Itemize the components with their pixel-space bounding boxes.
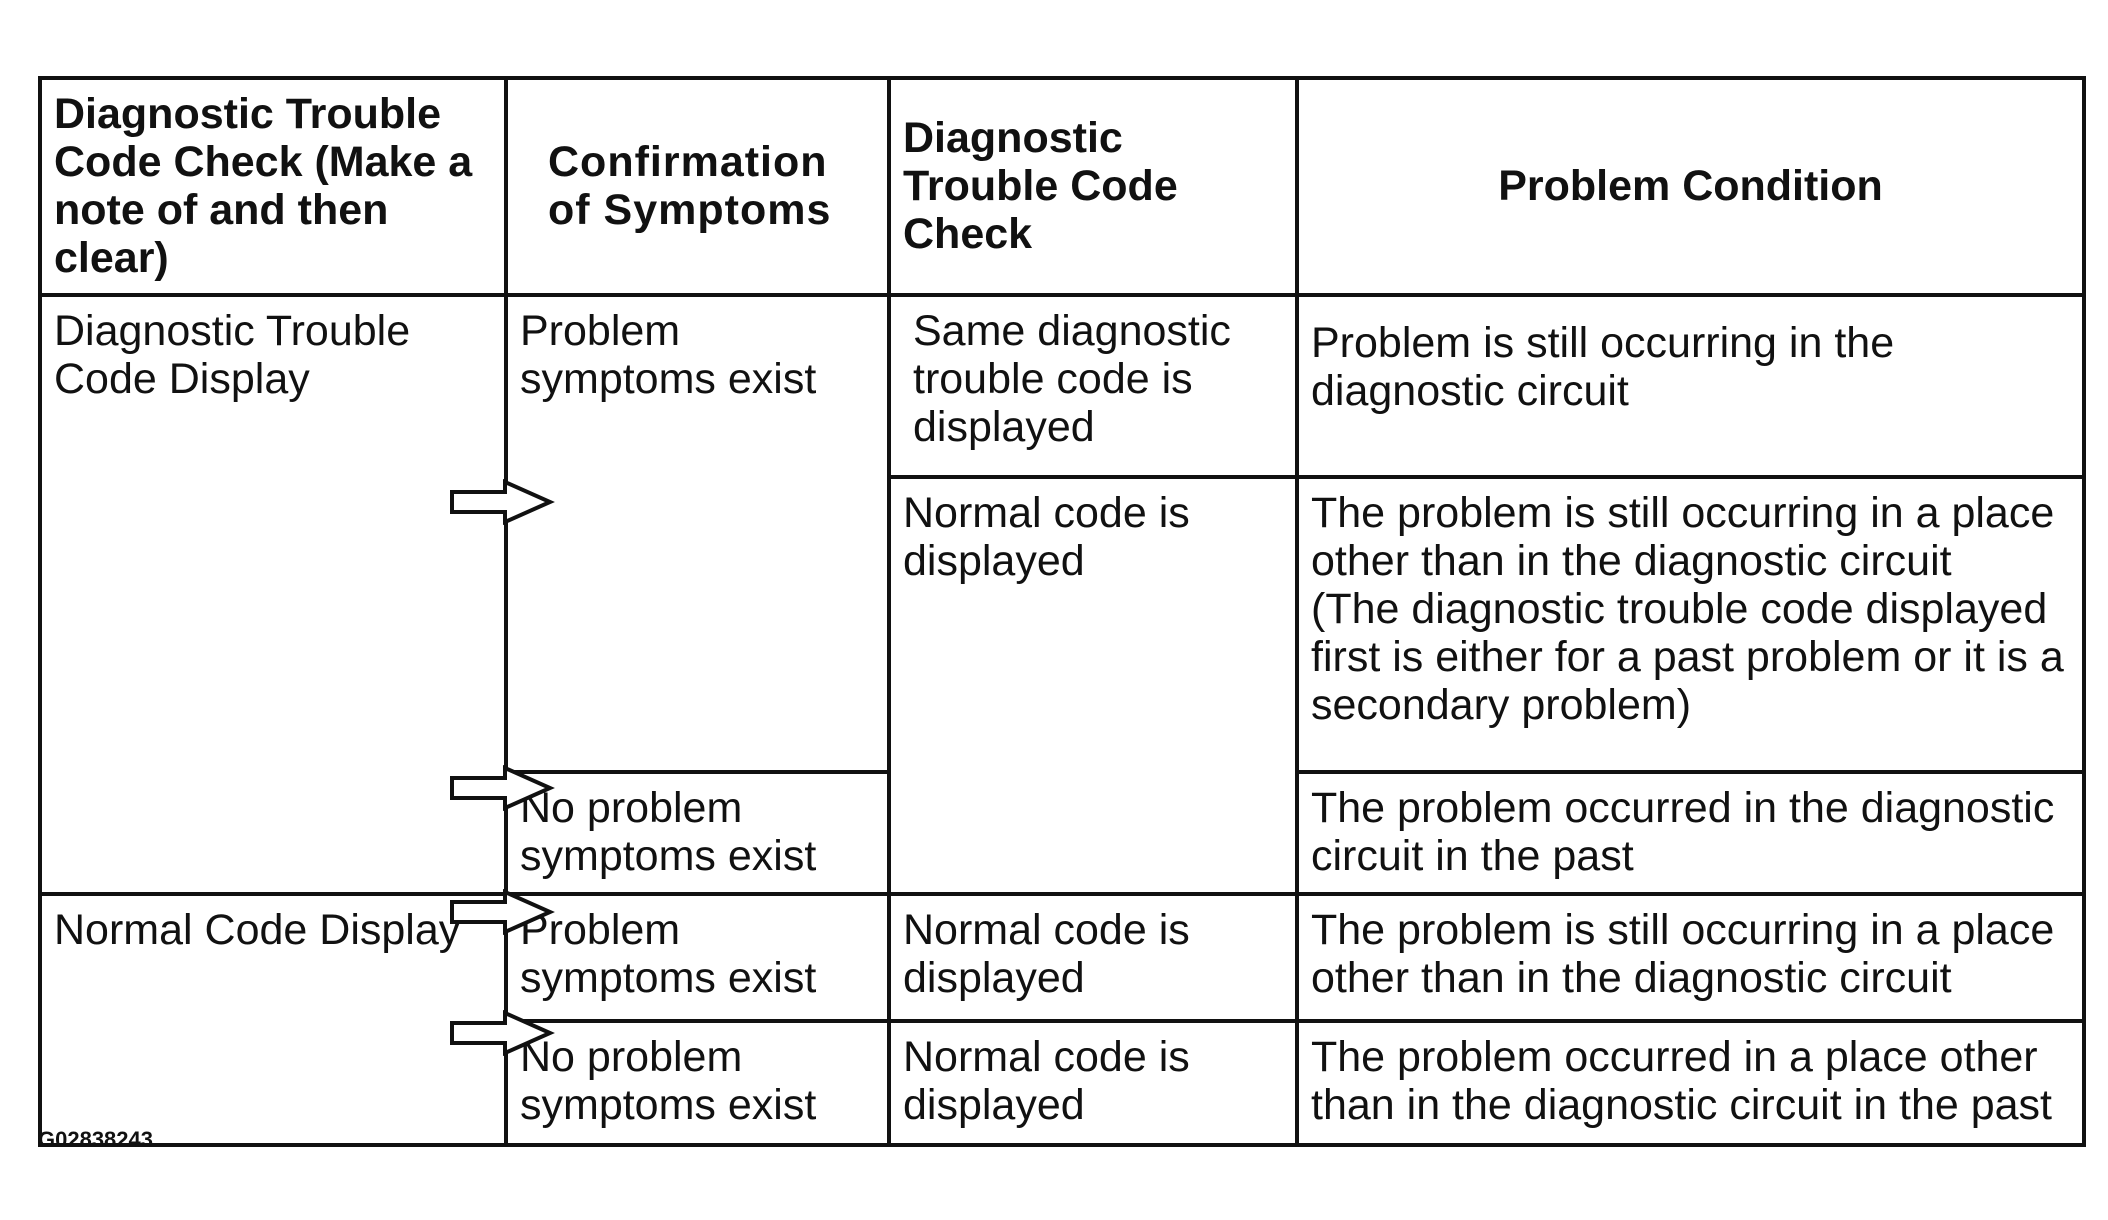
no-symptoms-cell: No problem symptoms exist bbox=[504, 769, 891, 896]
condition-cell: The problem occurred in a place other th… bbox=[1295, 1018, 2086, 1147]
normal-code-cell: Normal code is displayed bbox=[887, 474, 1299, 896]
table-row: No problem symptoms exist The problem oc… bbox=[40, 769, 2086, 896]
header-row: Diagnostic Trouble Code Check (Make a no… bbox=[38, 76, 2086, 297]
condition-cell: The problem occurred in the diagnostic c… bbox=[1295, 769, 2086, 896]
header-dtc-check-clear: Diagnostic Trouble Code Check (Make a no… bbox=[38, 76, 508, 297]
condition-note: (The diagnostic trouble code displayed f… bbox=[1311, 584, 2064, 730]
same-code-cell: Same diagnostic trouble code is displaye… bbox=[887, 292, 1299, 479]
diagnostic-table: Diagnostic Trouble Code Check (Make a no… bbox=[38, 76, 2086, 1147]
table-row: Normal code is displayed The problem is … bbox=[40, 474, 2086, 896]
dtc-display-cell: Diagnostic Trouble Code Display bbox=[38, 292, 508, 896]
table-row: Diagnostic Trouble Code Display Problem … bbox=[38, 292, 2086, 896]
header-problem-condition: Problem Condition bbox=[1295, 76, 2086, 297]
figure-code: G02838243 bbox=[38, 1127, 153, 1152]
normal-display-cell: Normal Code Display bbox=[38, 891, 508, 1147]
condition-cell: Problem is still occurring in the diagno… bbox=[1295, 292, 2086, 479]
header-dtc-check: Diagnostic Trouble Code Check bbox=[887, 76, 1299, 297]
normal-code-cell: Normal code is displayed bbox=[887, 891, 1299, 1023]
header-confirmation-of-symptoms: Confirmation of Symptoms bbox=[504, 76, 891, 297]
condition-text: The problem is still occurring in a plac… bbox=[1311, 488, 2055, 585]
symptoms-exist-cell: Problem symptoms exist bbox=[504, 891, 891, 1023]
symptoms-exist-cell: Problem symptoms exist bbox=[504, 292, 891, 774]
normal-code-cell: Normal code is displayed bbox=[887, 1018, 1299, 1147]
condition-cell: The problem is still occurring in a plac… bbox=[1295, 474, 2086, 774]
table-row: Normal Code Display Problem symptoms exi… bbox=[38, 891, 2086, 1147]
no-symptoms-cell: No problem symptoms exist bbox=[504, 1018, 891, 1147]
table-row: No problem symptoms exist Normal code is… bbox=[40, 1018, 2086, 1147]
condition-cell: The problem is still occurring in a plac… bbox=[1295, 891, 2086, 1023]
